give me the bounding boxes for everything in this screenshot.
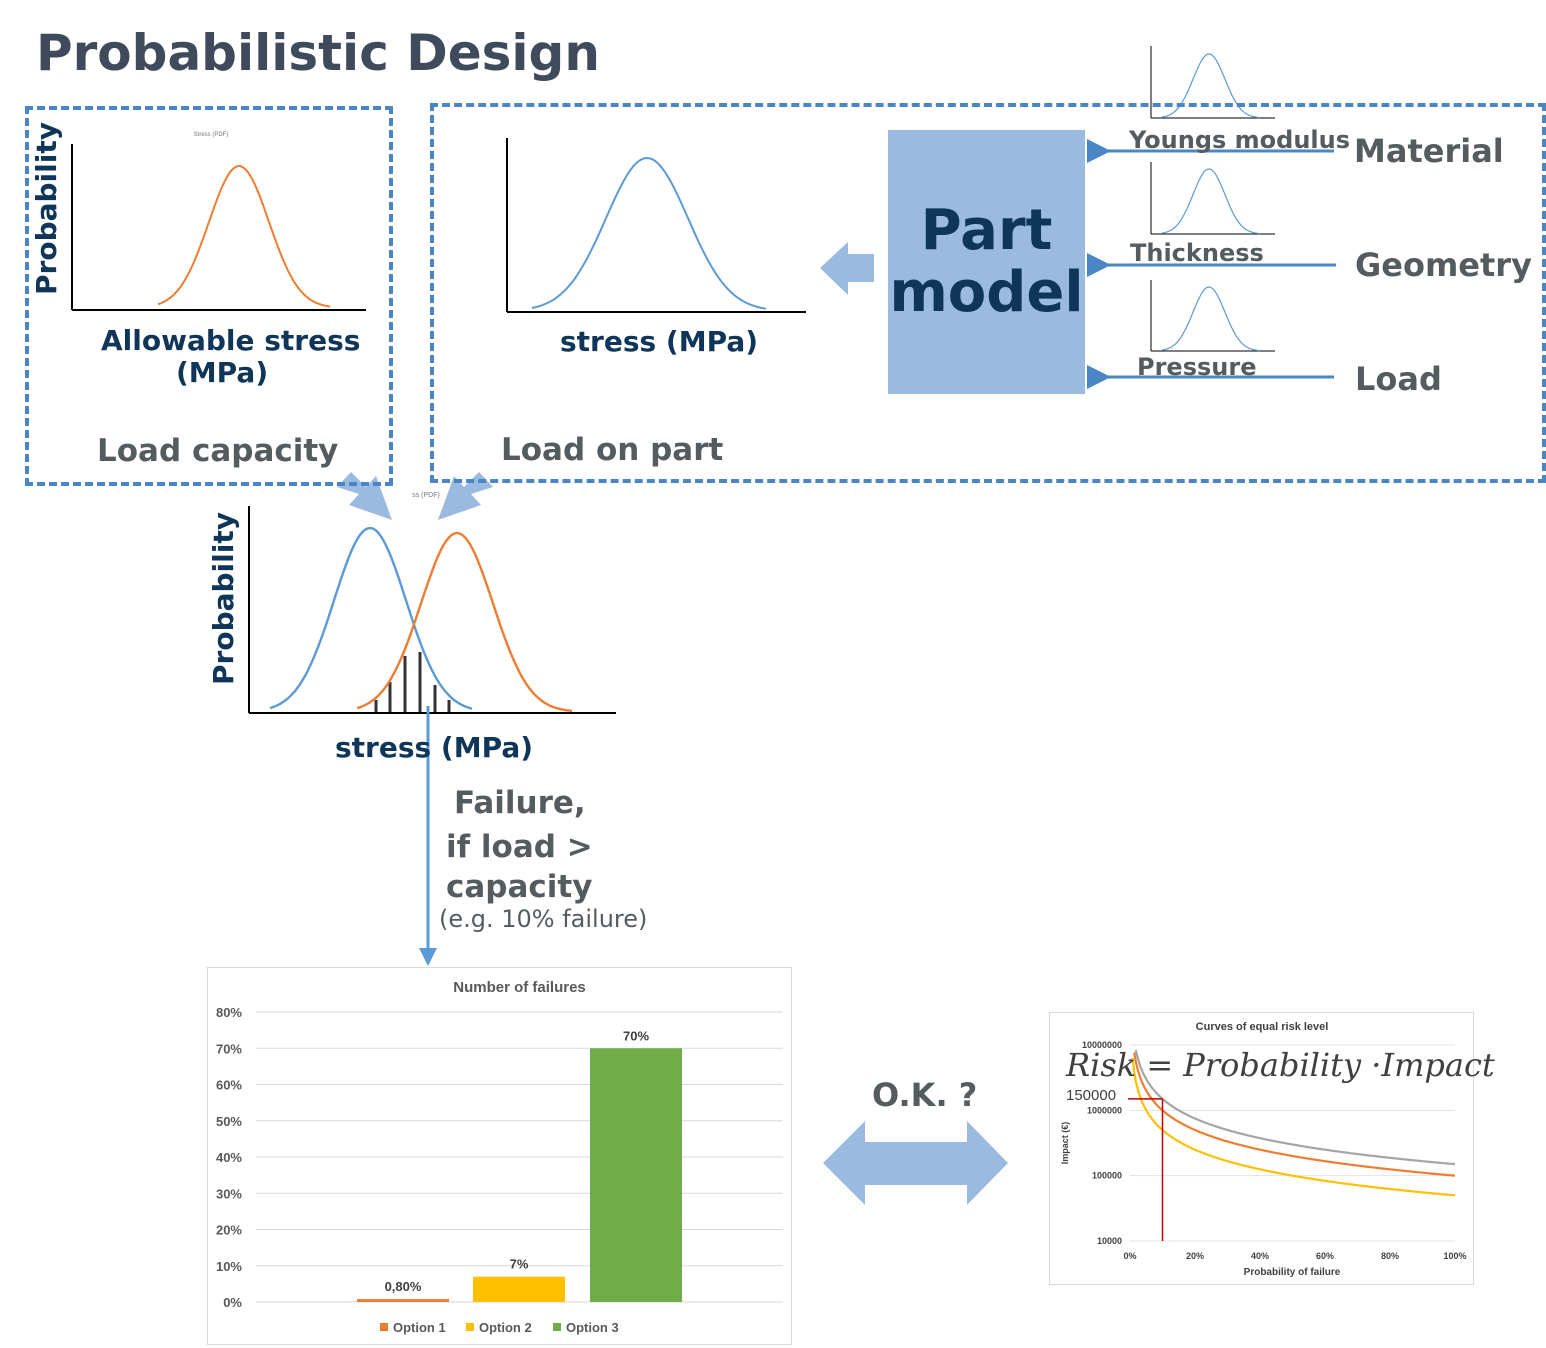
legend-label: Option 3 — [566, 1320, 619, 1335]
risk-formula: Risk = Probability ·Impact — [1066, 1046, 1495, 1084]
load-distribution-curve — [269, 526, 473, 710]
risk-series-1 — [1131, 1058, 1456, 1197]
part-model-block: Part model — [888, 130, 1085, 394]
part-model-line1: Part — [920, 198, 1053, 263]
risk-x-label: Probability of failure — [1244, 1267, 1341, 1278]
page-title: Probabilistic Design — [36, 24, 600, 82]
risk-x-tick: 80% — [1381, 1251, 1399, 1261]
ok-question-label: O.K. ? — [872, 1076, 978, 1114]
load-capacity-pdf-chart: Stress (PDF) — [71, 132, 366, 311]
bar-data-label: 0,80% — [385, 1279, 422, 1294]
legend-swatch — [553, 1323, 561, 1331]
risk-x-tick: 40% — [1251, 1251, 1269, 1261]
bar-chart-title: Number of failures — [453, 979, 586, 996]
load-capacity-xlabel-1: Allowable stress — [101, 324, 361, 357]
legend-swatch — [466, 1323, 474, 1331]
risk-marker-label: 150000 — [1066, 1087, 1116, 1104]
failure-text-3: capacity — [446, 869, 593, 905]
load-capacity-mini-title: Stress (PDF) — [194, 132, 229, 138]
load-capacity-ylabel: Probability — [30, 122, 63, 295]
bar-y-tick: 40% — [216, 1150, 242, 1165]
risk-x-tick: 0% — [1123, 1251, 1136, 1261]
bar-y-tick: 30% — [216, 1186, 242, 1201]
risk-series-2 — [1133, 1052, 1456, 1177]
bar-data-label: 70% — [623, 1028, 649, 1043]
bar-y-tick: 70% — [216, 1041, 242, 1056]
bar-2 — [473, 1276, 565, 1302]
risk-curve-chart: Curves of equal risk level 10000 100000 100… — [1060, 1021, 1467, 1278]
comparison-double-arrow-icon — [823, 1121, 1008, 1205]
part-stress-curve — [531, 156, 767, 310]
bar-y-tick: 60% — [216, 1078, 242, 1093]
input-param-youngs: Youngs modulus — [1129, 126, 1351, 154]
legend-label: Option 2 — [479, 1320, 532, 1335]
risk-x-tick: 20% — [1186, 1251, 1204, 1261]
load-on-part-xlabel: stress (MPa) — [560, 325, 759, 358]
legend-swatch — [380, 1323, 388, 1331]
risk-y-tick: 10000000 — [1082, 1040, 1122, 1050]
legend-label: Option 1 — [393, 1320, 446, 1335]
bar-3 — [590, 1048, 682, 1302]
input-pdf-pressure — [1150, 280, 1275, 352]
load-capacity-heading: Load capacity — [97, 433, 339, 469]
allowable-stress-curve — [157, 164, 331, 308]
overlap-xlabel: stress (MPa) — [335, 731, 534, 764]
input-category-load: Load — [1355, 360, 1442, 398]
capacity-distribution-curve — [356, 531, 573, 713]
output-arrow-icon — [820, 242, 874, 295]
failures-bar-chart-panel: Number of failures 0% 10% 20% 30% 40% 50% 60% 70… — [207, 967, 792, 1345]
risk-curve-chart-panel: Curves of equal risk level 10000 100000 100… — [1049, 1012, 1474, 1285]
input-param-thickness: Thickness — [1130, 239, 1264, 267]
load-on-part-box — [430, 103, 1546, 483]
risk-chart-title: Curves of equal risk level — [1196, 1021, 1329, 1033]
input-category-material: Material — [1354, 132, 1504, 170]
input-param-pressure: Pressure — [1137, 353, 1257, 381]
risk-y-label: Impact (€) — [1060, 1122, 1070, 1165]
bar-y-tick: 50% — [216, 1114, 242, 1129]
failure-example: (e.g. 10% failure) — [439, 905, 648, 933]
failures-bar-chart: Number of failures 0% 10% 20% 30% 40% 50% 60% 70… — [216, 979, 783, 1335]
part-model-line2: model — [889, 260, 1084, 325]
overlap-ylabel: Probability — [207, 512, 240, 685]
bar-y-tick: 10% — [216, 1259, 242, 1274]
load-on-part-pdf-chart — [506, 138, 806, 313]
risk-y-tick: 10000 — [1097, 1236, 1122, 1246]
overlap-pdf-chart: ss (PDF) — [248, 492, 616, 714]
risk-y-tick: 100000 — [1092, 1171, 1122, 1181]
load-on-part-heading: Load on part — [501, 432, 724, 468]
bar-data-label: 7% — [510, 1257, 529, 1272]
failure-text-2: if load > — [446, 829, 593, 865]
failure-arrow-icon — [419, 948, 437, 966]
load-capacity-box — [25, 106, 393, 486]
load-capacity-xlabel-2: (MPa) — [176, 356, 269, 389]
risk-x-tick: 60% — [1316, 1251, 1334, 1261]
bar-y-tick: 0% — [223, 1295, 242, 1310]
bar-y-tick: 80% — [216, 1005, 242, 1020]
risk-y-tick: 1000000 — [1087, 1105, 1122, 1115]
input-category-geometry: Geometry — [1355, 246, 1532, 284]
risk-series-3 — [1134, 1049, 1456, 1166]
bar-1 — [357, 1299, 449, 1302]
risk-x-tick: 100% — [1443, 1251, 1466, 1261]
failure-text-1: Failure, — [454, 785, 586, 821]
input-pdf-thickness — [1150, 162, 1275, 235]
bar-y-tick: 20% — [216, 1223, 242, 1238]
overlap-mini-title: ss (PDF) — [412, 492, 440, 499]
merge-arrow-right-icon — [438, 472, 493, 520]
